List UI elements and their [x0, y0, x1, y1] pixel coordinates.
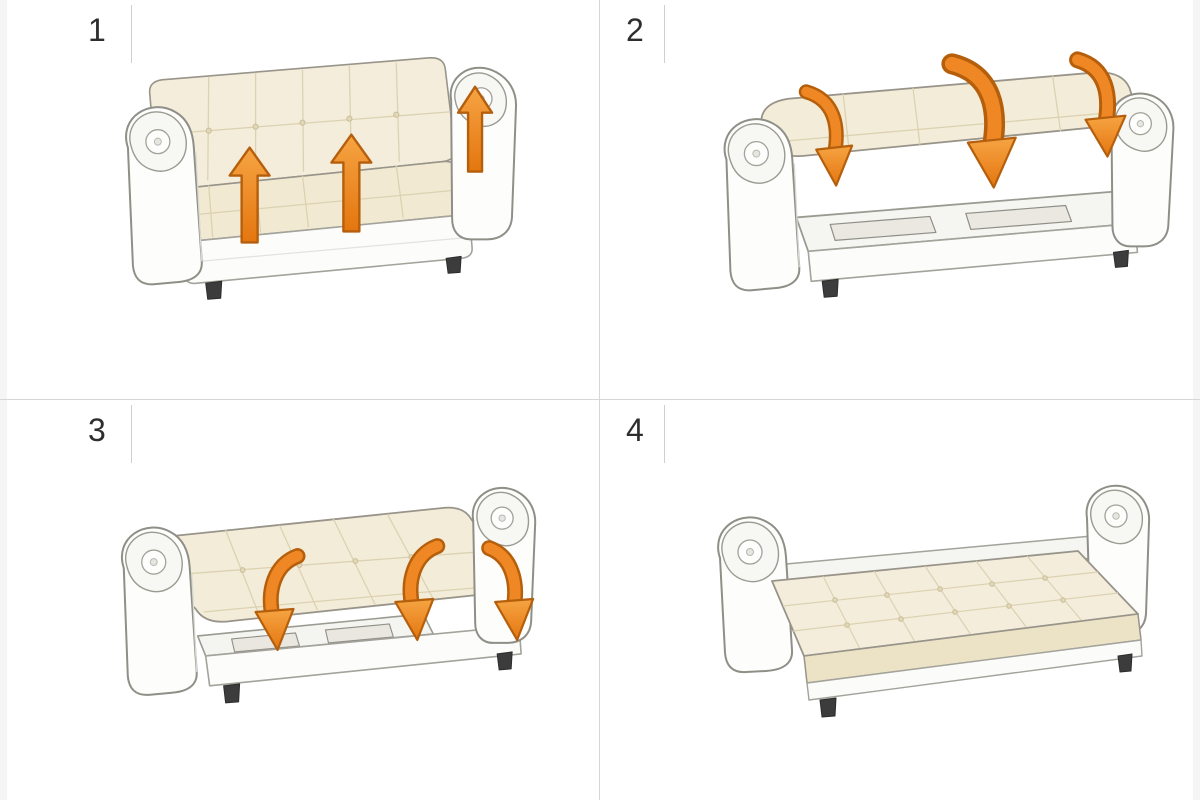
curved-down-arrow-icon — [798, 84, 854, 187]
step-panel-4: 4 — [600, 400, 1200, 800]
step-label-divider — [131, 5, 132, 63]
step-number: 1 — [88, 12, 106, 48]
folding-backrest — [760, 71, 1136, 158]
left-armrest — [723, 118, 801, 292]
step-panel-1: 1 — [0, 0, 600, 400]
step-number: 3 — [88, 412, 106, 448]
step-1-illustration — [125, 56, 517, 300]
curved-down-arrow-icon — [394, 538, 446, 642]
sofa-bed-open — [717, 484, 1151, 718]
step-2-illustration — [723, 51, 1175, 298]
sofa-closed — [125, 56, 517, 300]
step-label-divider — [664, 5, 665, 63]
unfolding-cushion — [149, 506, 514, 623]
lift-up-arrows-icon — [228, 85, 494, 244]
sofa-feet — [205, 255, 462, 300]
right-armrest — [1110, 92, 1175, 248]
base-frame — [196, 613, 522, 704]
step-label-divider — [131, 405, 132, 463]
step-number: 4 — [626, 412, 644, 448]
curved-down-arrow-icon — [1069, 51, 1127, 158]
step-3-illustration — [121, 486, 537, 704]
page-left-margin — [0, 0, 7, 800]
sofa-unfolding — [121, 486, 537, 704]
step-4-illustration — [717, 484, 1151, 718]
left-armrest — [717, 516, 794, 674]
unfold-arrows-icon — [254, 538, 535, 652]
step-number: 2 — [626, 12, 644, 48]
step-panel-2: 2 — [600, 0, 1200, 400]
fold-down-arrows-icon — [798, 51, 1127, 189]
page-right-margin — [1193, 0, 1200, 800]
sofa-feet — [819, 653, 1133, 718]
base-frame — [795, 190, 1139, 298]
mattress — [771, 550, 1143, 701]
up-arrow-icon — [228, 146, 271, 244]
step-panel-3: 3 — [0, 400, 600, 800]
curved-down-arrow-icon — [941, 53, 1017, 189]
sofa-feet — [223, 651, 513, 704]
step-label-divider — [664, 405, 665, 463]
right-armrest — [449, 66, 517, 241]
curved-down-arrow-icon — [481, 540, 535, 642]
up-arrow-icon — [456, 85, 494, 173]
sofa-opening — [723, 71, 1175, 298]
sofa-feet — [821, 249, 1129, 298]
left-armrest — [121, 526, 198, 696]
up-arrow-icon — [330, 133, 373, 233]
left-armrest — [125, 106, 203, 286]
curved-down-arrow-icon — [254, 548, 306, 652]
